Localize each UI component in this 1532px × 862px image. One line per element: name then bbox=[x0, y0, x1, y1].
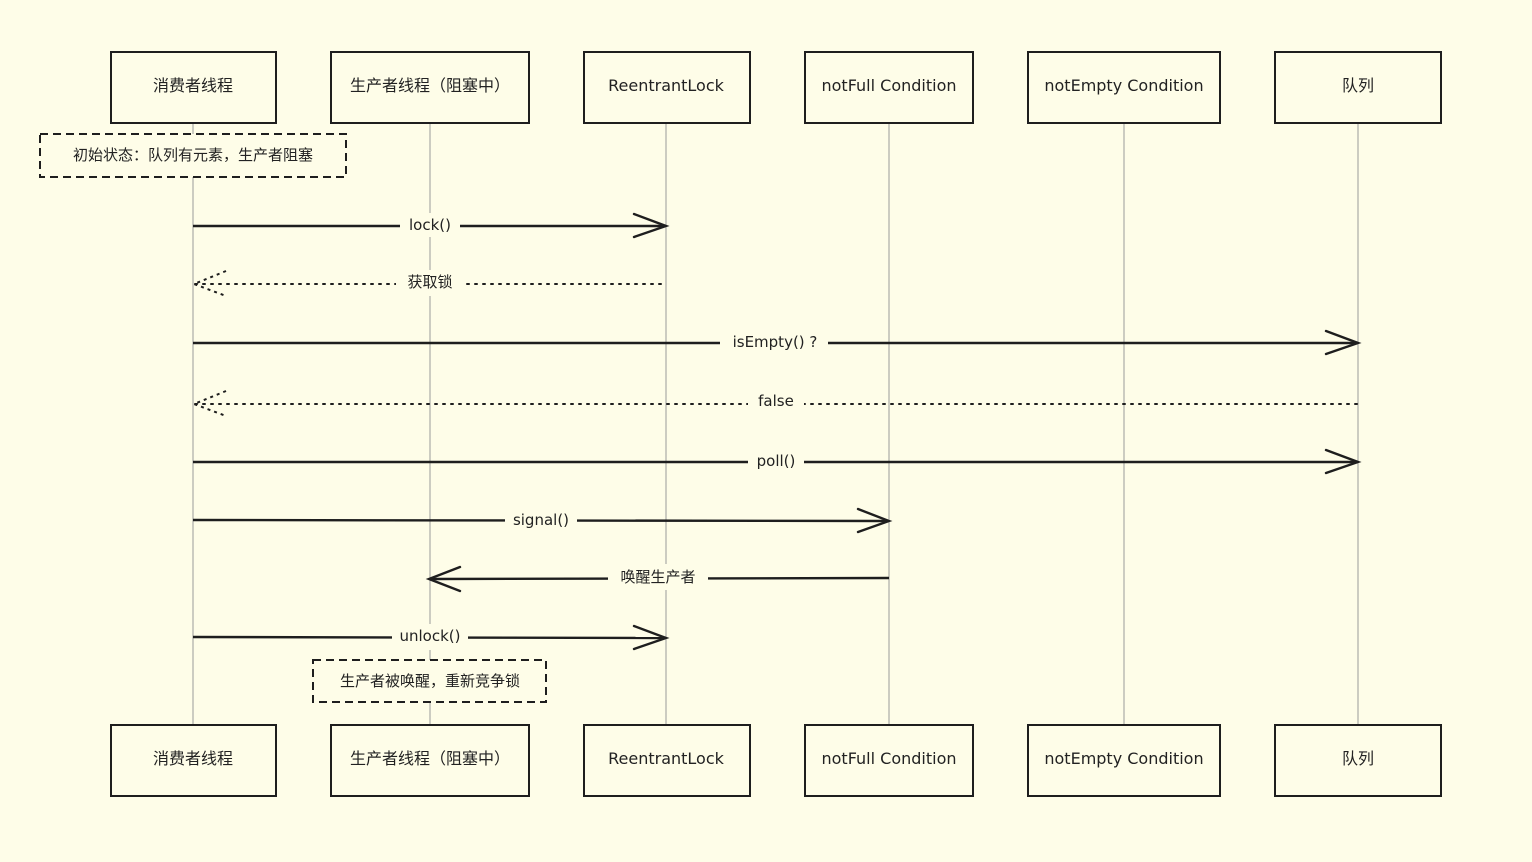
participant-label: 消费者线程 bbox=[153, 749, 233, 768]
participant-label: 队列 bbox=[1342, 749, 1374, 768]
message-label: unlock() bbox=[400, 627, 461, 645]
message-acquire-lock: 获取锁 bbox=[191, 270, 667, 297]
participant-notfull-top: notFull Condition bbox=[804, 51, 974, 124]
message-label: 获取锁 bbox=[407, 273, 452, 291]
message-lock: lock() bbox=[193, 212, 670, 239]
participant-notempty-bottom: notEmpty Condition bbox=[1027, 724, 1221, 797]
message-label: false bbox=[758, 392, 794, 410]
participant-notempty-top: notEmpty Condition bbox=[1027, 51, 1221, 124]
participants-top: 消费者线程 生产者线程（阻塞中） ReentrantLock notFull C… bbox=[110, 51, 1442, 124]
note-text: 生产者被唤醒，重新竞争锁 bbox=[340, 672, 520, 690]
participant-label: 消费者线程 bbox=[153, 76, 233, 95]
note-text: 初始状态：队列有元素，生产者阻塞 bbox=[73, 146, 313, 164]
participants-bottom: 消费者线程 生产者线程（阻塞中） ReentrantLock notFull C… bbox=[110, 724, 1442, 797]
participant-label: notFull Condition bbox=[822, 749, 957, 768]
participant-consumer-bottom: 消费者线程 bbox=[110, 724, 277, 797]
note-producer-woken: 生产者被唤醒，重新竞争锁 bbox=[312, 659, 547, 703]
participant-notfull-bottom: notFull Condition bbox=[804, 724, 974, 797]
message-label: poll() bbox=[757, 452, 796, 470]
participant-label: notFull Condition bbox=[822, 76, 957, 95]
message-signal: signal() bbox=[192, 507, 893, 534]
message-label: 唤醒生产者 bbox=[620, 568, 695, 586]
message-unlock: unlock() bbox=[192, 624, 670, 651]
participant-producer-top: 生产者线程（阻塞中） bbox=[330, 51, 530, 124]
participant-consumer-top: 消费者线程 bbox=[110, 51, 277, 124]
message-label: lock() bbox=[409, 216, 451, 234]
participant-producer-bottom: 生产者线程（阻塞中） bbox=[330, 724, 530, 797]
participant-label: 队列 bbox=[1342, 76, 1374, 95]
message-false: false bbox=[191, 390, 1359, 417]
message-label: isEmpty() ? bbox=[733, 333, 818, 351]
note-initial-state: 初始状态：队列有元素，生产者阻塞 bbox=[39, 133, 347, 178]
participant-label: notEmpty Condition bbox=[1044, 749, 1203, 768]
participant-label: ReentrantLock bbox=[608, 749, 725, 768]
participant-label: ReentrantLock bbox=[608, 76, 725, 95]
participant-lock-bottom: ReentrantLock bbox=[583, 724, 751, 797]
message-poll: poll() bbox=[193, 448, 1362, 475]
participant-label: 生产者线程（阻塞中） bbox=[350, 749, 510, 768]
messages: lock() 获取锁 isEmpty() ? false pol bbox=[191, 212, 1362, 651]
participant-label: notEmpty Condition bbox=[1044, 76, 1203, 95]
participant-queue-top: 队列 bbox=[1274, 51, 1442, 124]
lifelines bbox=[192, 124, 1359, 724]
participant-queue-bottom: 队列 bbox=[1274, 724, 1442, 797]
message-wake-producer: 唤醒生产者 bbox=[425, 564, 890, 593]
message-is-empty: isEmpty() ? bbox=[193, 329, 1362, 356]
message-label: signal() bbox=[513, 511, 569, 529]
participant-lock-top: ReentrantLock bbox=[583, 51, 751, 124]
participant-label: 生产者线程（阻塞中） bbox=[350, 76, 510, 95]
